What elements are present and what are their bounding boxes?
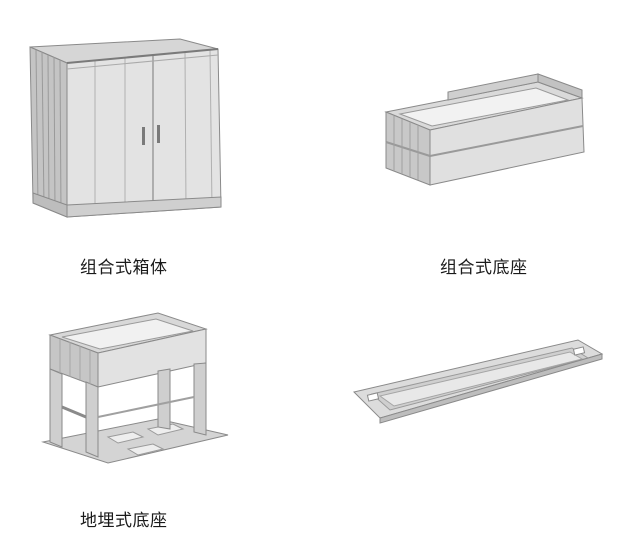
combined-base-illustration [384,73,585,186]
buried-base-illustration [41,312,229,464]
tray-figure [350,332,605,424]
combined-base-figure [378,70,590,192]
buried-base-figure [38,307,238,467]
cabinet-illustration [29,38,222,218]
tray-illustration [353,339,604,424]
figure-caption-2: 组合式底座 [440,258,528,278]
figure-caption-3: 地埋式底座 [80,511,168,531]
combined-cabinet-figure [25,35,230,225]
figure-caption-1: 组合式箱体 [80,258,168,278]
